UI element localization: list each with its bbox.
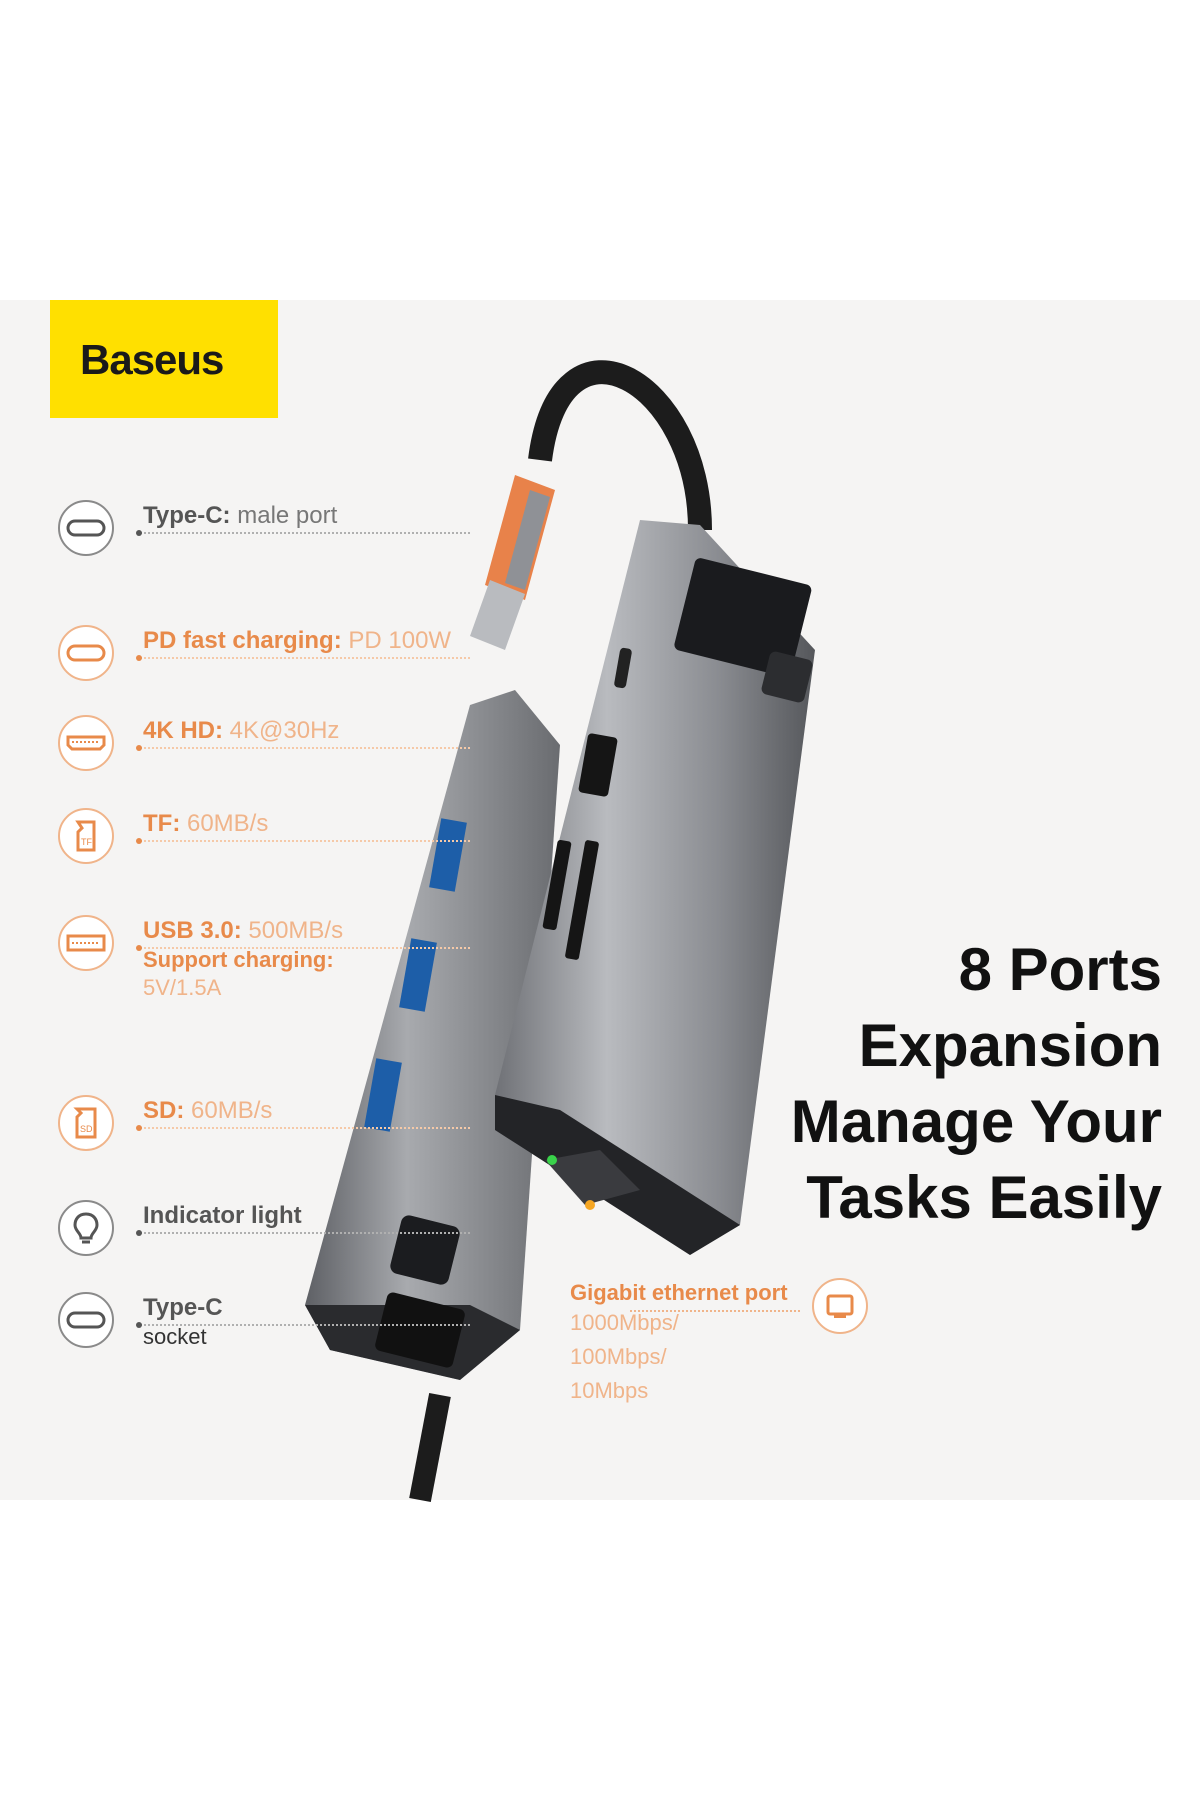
hdmi-port-icon — [58, 715, 114, 771]
headline: 8 Ports Expansion Manage Your Tasks Easi… — [791, 932, 1162, 1236]
feature-value: male port — [230, 502, 338, 529]
feature-dot — [136, 745, 142, 751]
headline-line: 8 Ports — [958, 936, 1162, 1003]
feature-label: Indicator light — [143, 1202, 302, 1230]
ethernet-name: Gigabit ethernet port — [570, 1280, 788, 1305]
feature-value: 4K@30Hz — [223, 717, 340, 744]
feature-dot — [136, 530, 142, 536]
headline-line: Manage Your — [790, 1088, 1162, 1155]
feature-value: 60MB/s — [184, 1097, 273, 1124]
feature-leader — [140, 1232, 470, 1234]
feature-name: Type-C — [143, 1294, 223, 1321]
feature-label: 4K HD: 4K@30Hz — [143, 717, 339, 745]
feature-name: TF: — [143, 810, 181, 837]
type-c-port-icon — [58, 625, 114, 681]
svg-text:SD: SD — [80, 1124, 93, 1134]
feature-value: 500MB/s — [241, 917, 344, 944]
bottom-cable — [409, 1392, 451, 1503]
ethernet-label: Gigabit ethernet port 1000Mbps/ 100Mbps/… — [570, 1280, 788, 1408]
sd-card-icon: SD — [58, 1095, 114, 1151]
feature-leader — [140, 747, 470, 749]
feature-leader — [140, 657, 470, 659]
tf-slot — [542, 839, 572, 931]
feature-dot — [136, 1322, 142, 1328]
ethernet-speed: 10Mbps — [570, 1378, 649, 1403]
feature-dot — [136, 945, 142, 951]
feature-leader — [140, 840, 470, 842]
feature-name: Indicator light — [143, 1202, 302, 1229]
type-c-plug — [470, 475, 555, 650]
feature-label: TF: 60MB/s — [143, 810, 268, 838]
feature-value: 60MB/s — [180, 810, 269, 837]
back-hub — [305, 690, 560, 1503]
feature-name: USB 3.0: — [143, 917, 242, 944]
feature-name: PD fast charging: — [143, 627, 342, 654]
feature-subtext: socket — [143, 1324, 207, 1349]
ethernet-speed: 1000Mbps/ — [570, 1310, 679, 1335]
feature-dot — [136, 1125, 142, 1131]
type-c-port-icon — [58, 1292, 114, 1348]
ethernet-leader — [630, 1310, 800, 1312]
feature-subtext: 5V/1.5A — [143, 975, 222, 1000]
type-c-port-icon — [58, 500, 114, 556]
feature-label: SD: 60MB/s — [143, 1097, 272, 1125]
feature-label: PD fast charging: PD 100W — [143, 627, 451, 655]
brand-logo-text: Baseus — [80, 336, 224, 383]
brand-logo: Baseus — [50, 300, 278, 418]
usb-port — [399, 938, 437, 1012]
feature-label: USB 3.0: 500MB/s — [143, 917, 343, 945]
feature-dot — [136, 1230, 142, 1236]
svg-text:TF: TF — [81, 837, 92, 847]
ethernet-speed: 100Mbps/ — [570, 1344, 667, 1369]
feature-name: Type-C: — [143, 502, 231, 529]
display-panel — [674, 558, 812, 677]
tf-card-icon: TF — [58, 808, 114, 864]
usb-port — [364, 1058, 402, 1132]
hdmi-slot — [578, 733, 618, 797]
ethernet-port-icon — [812, 1278, 868, 1334]
feature-leader — [140, 1127, 470, 1129]
headline-line: Expansion — [858, 1012, 1162, 1079]
feature-name: SD: — [143, 1097, 185, 1124]
feature-leader — [140, 532, 470, 534]
feature-dot — [136, 655, 142, 661]
top-cable — [528, 360, 712, 531]
feature-value: PD 100W — [341, 627, 452, 654]
feature-name: 4K HD: — [143, 717, 224, 744]
lightbulb-icon — [58, 1200, 114, 1256]
sd-slot — [565, 840, 599, 960]
feature-label: Type-C: male port — [143, 502, 337, 530]
feature-leader — [140, 947, 470, 949]
feature-subtext: Support charging: — [143, 947, 334, 972]
headline-line: Tasks Easily — [806, 1164, 1162, 1231]
front-hub — [495, 520, 815, 1255]
usb-port — [429, 818, 467, 892]
feature-leader — [140, 1324, 470, 1326]
ethernet-slot — [545, 1150, 640, 1205]
usb-port-icon — [58, 915, 114, 971]
feature-label: Type-C — [143, 1294, 223, 1322]
type-c-slot — [614, 647, 632, 689]
feature-dot — [136, 838, 142, 844]
